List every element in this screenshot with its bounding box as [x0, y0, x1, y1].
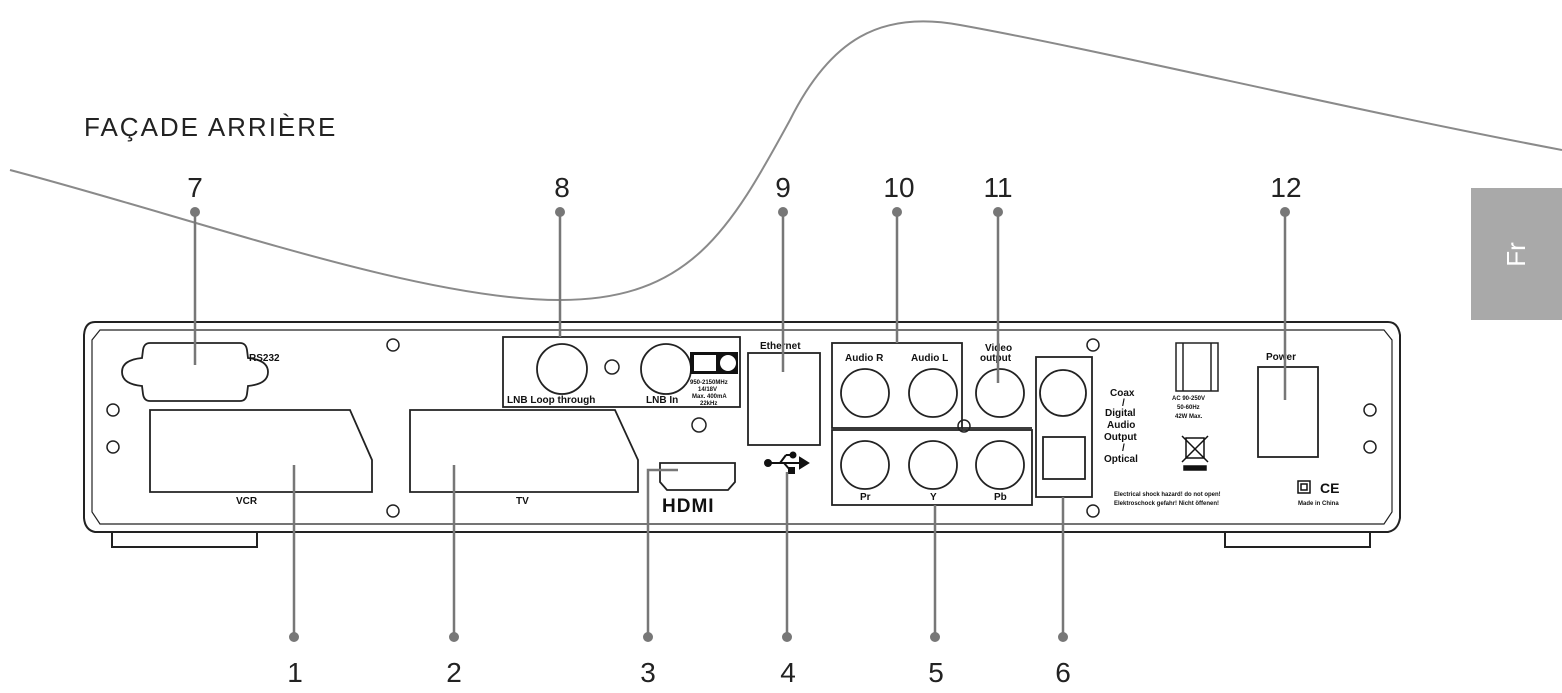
power-socket: [1257, 366, 1319, 458]
ac-spec-1: AC 90-250V: [1172, 396, 1205, 402]
callout-3: 3: [640, 657, 656, 688]
coax-label-7: Optical: [1104, 454, 1138, 465]
coax-label-1: Coax: [1110, 388, 1135, 399]
screw-holes: [106, 338, 1377, 518]
audio-l-label: Audio L: [911, 353, 948, 364]
rs232-port: [121, 342, 269, 402]
lnb-spec-4: 22kHz: [700, 401, 717, 407]
warning-text-2: Elektroschock gefahr! Nicht öffenen!: [1114, 501, 1219, 507]
callout-5: 5: [928, 657, 944, 688]
vcr-label: VCR: [236, 496, 258, 507]
hdmi-logo-label: HDMI: [662, 496, 715, 517]
coax-label-3: Digital: [1105, 408, 1136, 419]
usb-icon: [764, 451, 810, 474]
page-title: FAÇADE ARRIÈRE: [84, 112, 338, 142]
language-tab[interactable]: Fr: [1471, 188, 1562, 320]
coax-label-6: /: [1122, 443, 1125, 454]
callout-2: 2: [446, 657, 462, 688]
power-label: Power: [1266, 352, 1296, 363]
callout-1: 1: [287, 657, 303, 688]
double-insulation-icon: [1297, 480, 1311, 494]
pb-label: Pb: [994, 492, 1007, 503]
coax-optical-label: Coax / Digital Audio Output / Optical: [1104, 388, 1138, 465]
coax-label-2: /: [1122, 398, 1125, 409]
av-outputs: [831, 342, 1033, 506]
callout-dots: [190, 207, 1290, 642]
weee-bin-icon: [1181, 435, 1209, 471]
callout-lines: [193, 212, 1287, 637]
coax-label-5: Output: [1104, 432, 1137, 443]
callout-11: 11: [983, 172, 1012, 203]
lnb-block: [502, 336, 741, 408]
callout-7: 7: [187, 172, 203, 203]
ce-mark: CE: [1320, 480, 1339, 496]
callout-6: 6: [1055, 657, 1071, 688]
scart-vcr-port: [149, 409, 373, 493]
video-output-label-2: output: [980, 353, 1012, 364]
y-label: Y: [930, 492, 937, 503]
lnb-spec-2: 14/18V: [698, 387, 717, 393]
scart-tv-port: [409, 409, 639, 493]
lnb-logo: [690, 352, 738, 374]
lnb-loop-label: LNB Loop through: [507, 395, 595, 406]
ac-spec-3: 42W Max.: [1175, 414, 1203, 420]
ethernet-label: Ethernet: [760, 341, 801, 352]
pr-label: Pr: [860, 492, 871, 503]
audio-r-label: Audio R: [845, 353, 884, 364]
made-in-label: Made in China: [1298, 501, 1339, 507]
rs232-label: RS232: [249, 353, 280, 364]
callout-10: 10: [883, 172, 914, 203]
warning-text-1: Electrical shock hazard! do not open!: [1114, 492, 1221, 498]
tv-label: TV: [516, 496, 529, 507]
callout-8: 8: [554, 172, 570, 203]
ac-spec-2: 50-60Hz: [1177, 405, 1200, 411]
device-body: [83, 321, 1401, 548]
ac-plug-icon: [1175, 342, 1219, 392]
callout-9: 9: [775, 172, 791, 203]
hdmi-port: [659, 462, 736, 491]
callout-12: 12: [1270, 172, 1301, 203]
lnb-spec-3: Max. 400mA: [692, 394, 727, 400]
lnb-in-label: LNB In: [646, 395, 678, 406]
lnb-spec-1: 950-2150MHz: [690, 380, 728, 386]
callout-4: 4: [780, 657, 796, 688]
coax-label-4: Audio: [1107, 420, 1135, 431]
decorative-curve: [9, 20, 1562, 302]
digital-audio-ports: [1035, 356, 1093, 498]
